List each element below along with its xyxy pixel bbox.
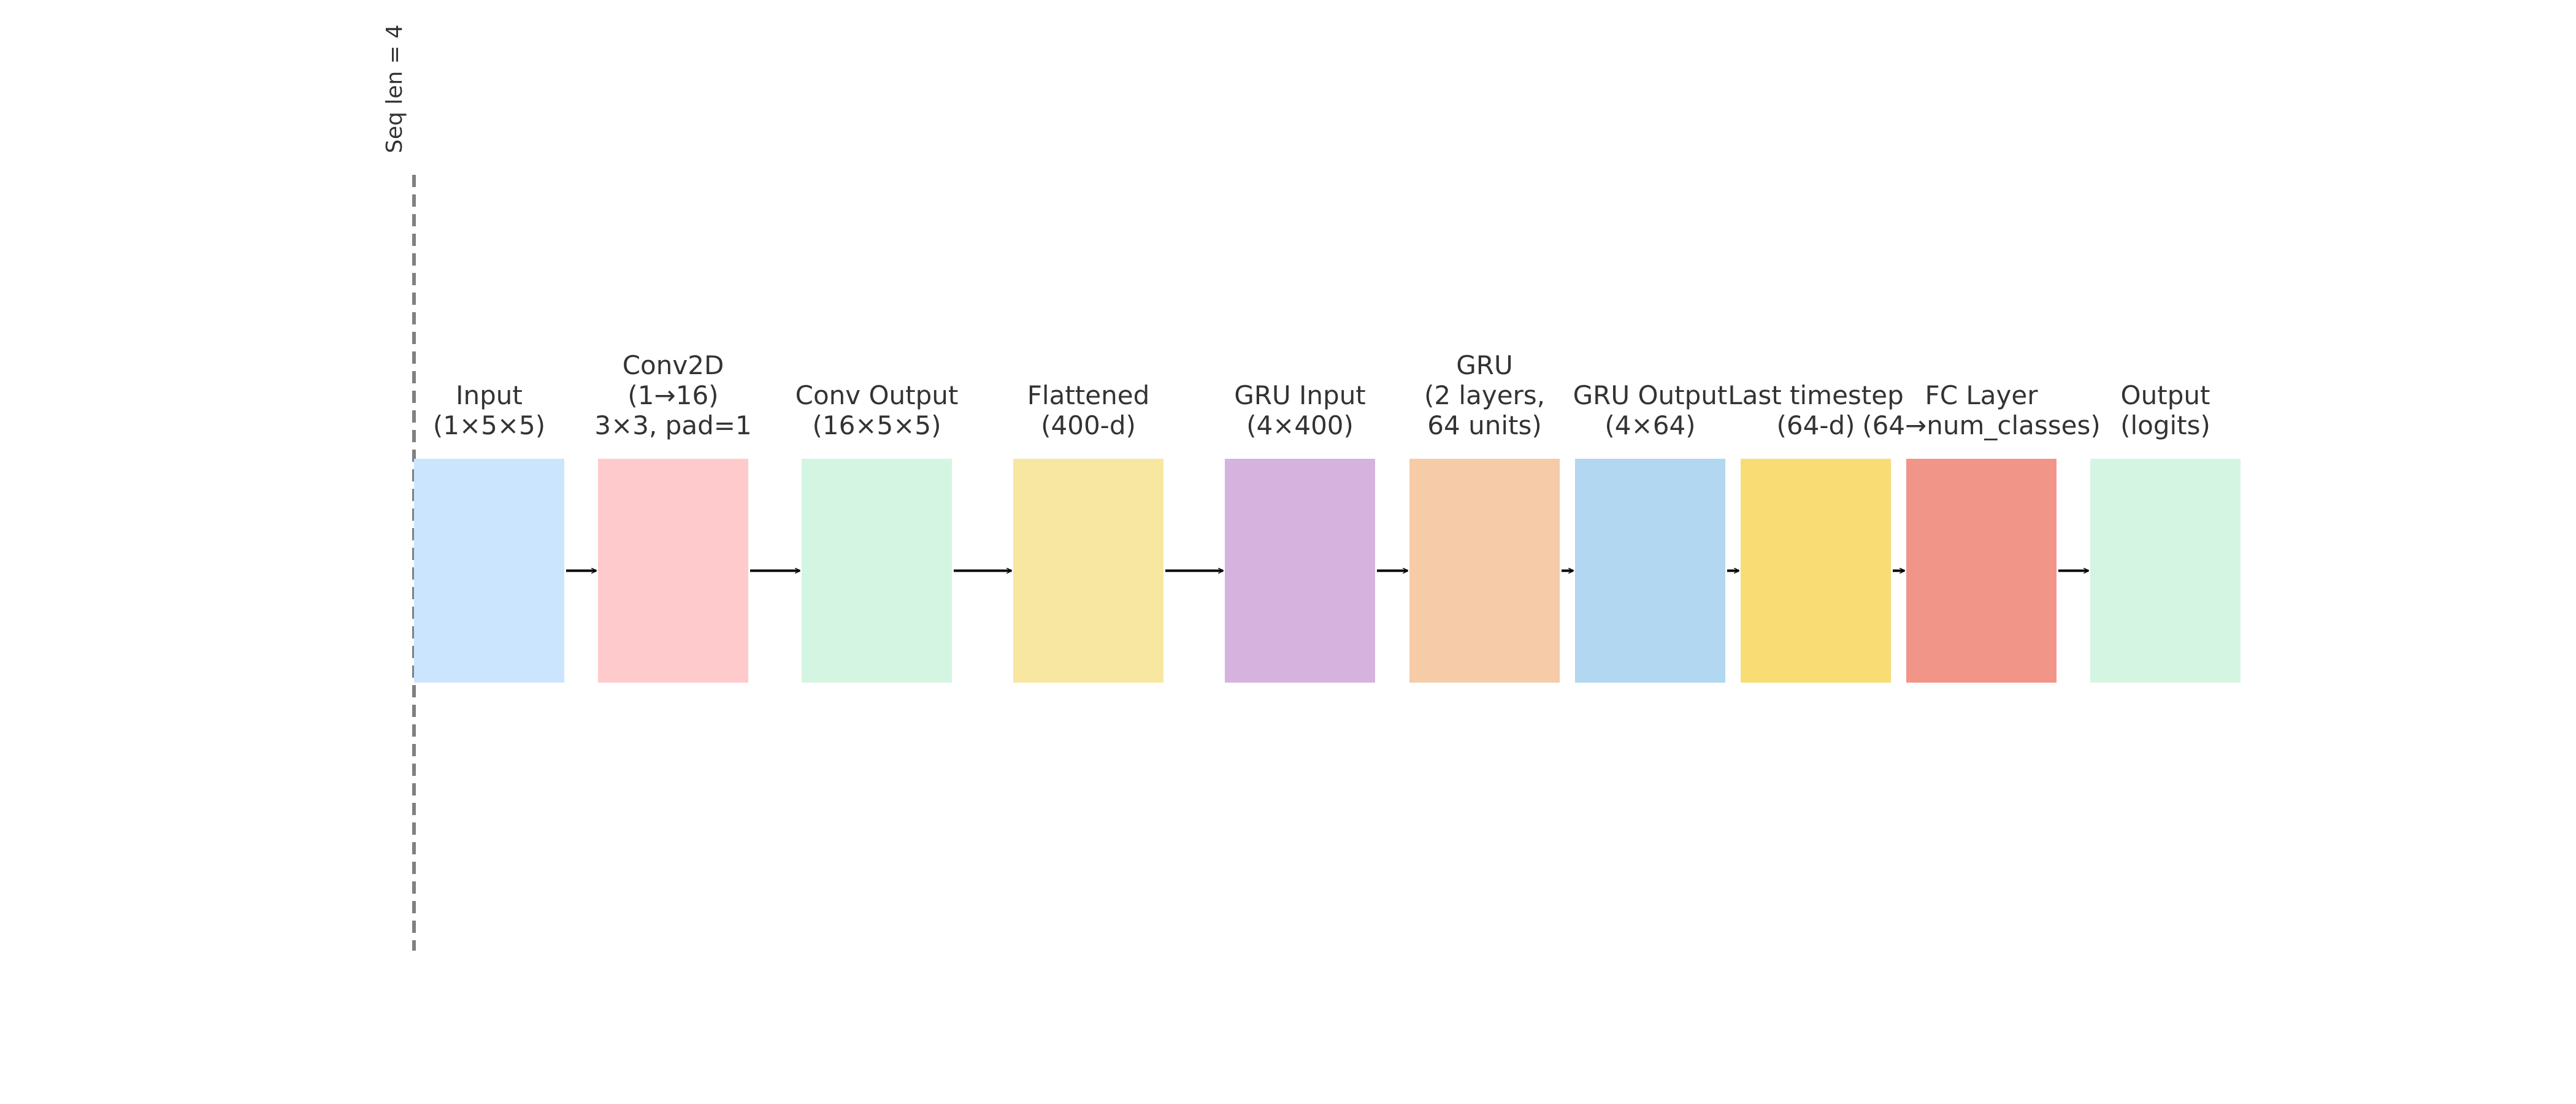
- block-gru-input-box: [1225, 459, 1375, 683]
- block-gru-label-line: 64 units): [1427, 410, 1541, 440]
- block-flattened-label-line: Flattened: [1027, 380, 1149, 410]
- block-gru-output-label-line: (4×64): [1604, 410, 1695, 440]
- block-gru-output-box: [1575, 459, 1725, 683]
- block-conv2d-label-line: (1→16): [627, 380, 718, 410]
- block-conv2d: Conv2D(1→16)3×3, pad=1: [594, 350, 752, 683]
- block-flattened-box: [1013, 459, 1163, 683]
- block-conv-output-box: [802, 459, 952, 683]
- block-conv-output-label-line: (16×5×5): [812, 410, 941, 440]
- block-last-timestep-box: [1741, 459, 1891, 683]
- block-gru-input-label-line: GRU Input: [1234, 380, 1366, 410]
- block-conv2d-box: [598, 459, 748, 683]
- block-input: Input(1×5×5): [414, 380, 564, 683]
- block-flattened-label-line: (400-d): [1041, 410, 1136, 440]
- block-conv-output-label-line: Conv Output: [795, 380, 959, 410]
- block-input-label-line: Input: [456, 380, 523, 410]
- block-output: Output(logits): [2090, 380, 2241, 683]
- block-output-label-line: Output: [2121, 380, 2210, 410]
- block-gru-label-line: GRU: [1456, 350, 1512, 380]
- block-fc-layer-box: [1906, 459, 2057, 683]
- sequence-length-label: Seq len = 4: [382, 25, 407, 153]
- block-last-timestep-label-line: (64-d): [1776, 410, 1855, 440]
- block-conv2d-label-line: 3×3, pad=1: [594, 410, 751, 440]
- block-output-label-line: (logits): [2120, 410, 2210, 440]
- block-gru-output-label-line: GRU Output: [1573, 380, 1728, 410]
- block-gru-output: GRU Output(4×64): [1573, 380, 1728, 683]
- block-gru-input-label-line: (4×400): [1246, 410, 1354, 440]
- block-input-box: [414, 459, 564, 683]
- block-conv2d-label-line: Conv2D: [623, 350, 724, 380]
- block-conv-output: Conv Output(16×5×5): [795, 380, 959, 683]
- block-last-timestep-label-line: Last timestep: [1728, 380, 1904, 410]
- block-gru-box: [1409, 459, 1560, 683]
- block-gru: GRU(2 layers,64 units): [1409, 350, 1560, 683]
- block-fc-layer-label-line: (64→num_classes): [1862, 410, 2101, 440]
- block-gru-input: GRU Input(4×400): [1225, 380, 1375, 683]
- block-fc-layer-label-line: FC Layer: [1925, 380, 2039, 410]
- block-last-timestep: Last timestep(64-d): [1728, 380, 1904, 683]
- block-input-label-line: (1×5×5): [433, 410, 545, 440]
- block-gru-label-line: (2 layers,: [1424, 380, 1545, 410]
- block-flattened: Flattened(400-d): [1013, 380, 1163, 683]
- block-fc-layer: FC Layer(64→num_classes): [1862, 380, 2101, 683]
- block-output-box: [2090, 459, 2241, 683]
